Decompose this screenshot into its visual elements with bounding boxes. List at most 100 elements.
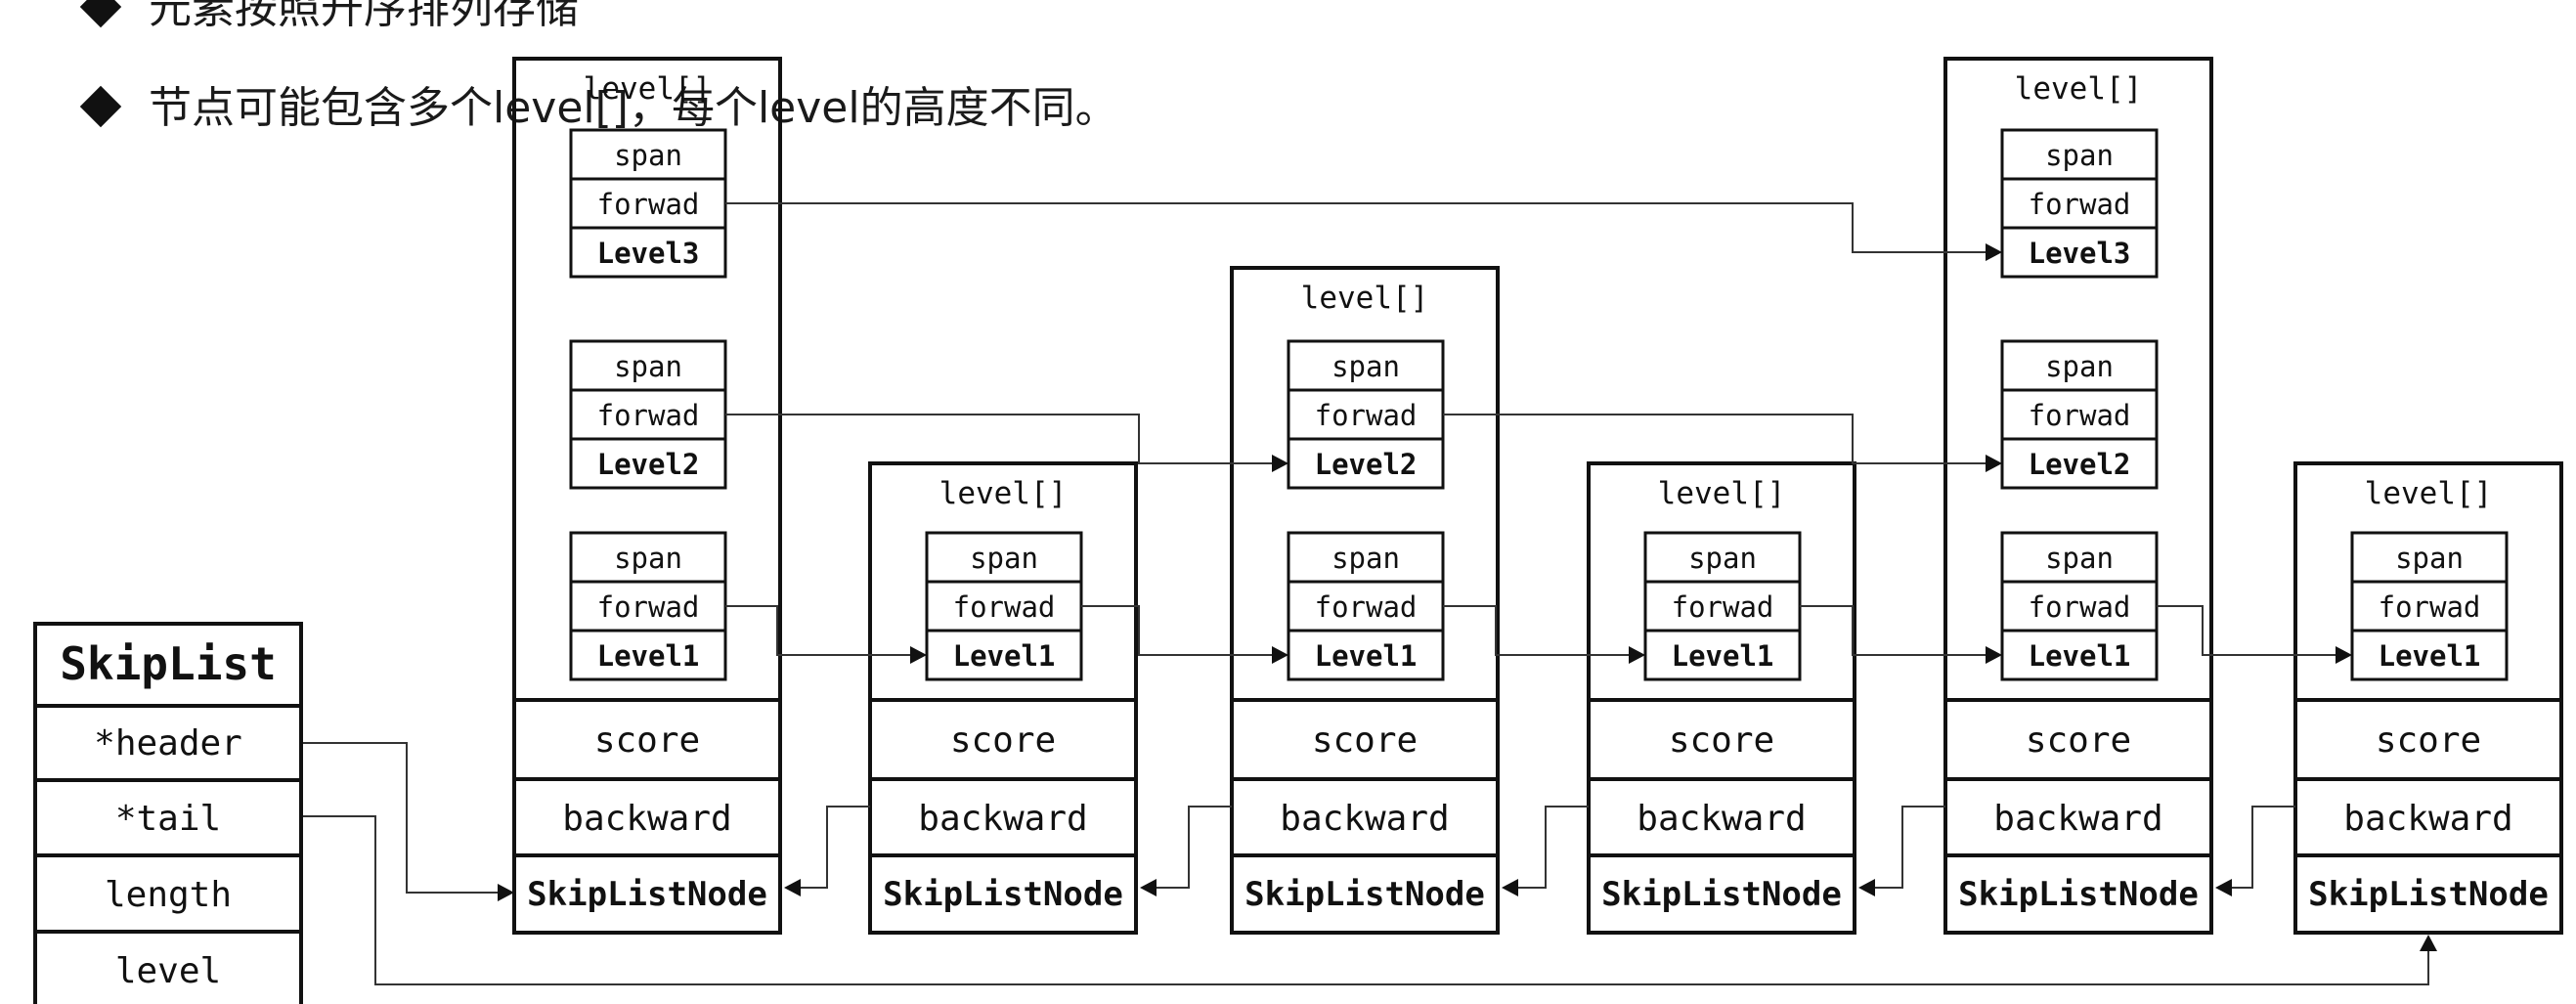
arrow-head-icon [1858, 879, 1875, 896]
score-field: score [2376, 720, 2481, 761]
forward-cell: forwad [597, 188, 700, 221]
forward-pointer [2157, 605, 2350, 656]
skiplist-field-length: length [105, 875, 232, 915]
node-name-field: SkipListNode [1958, 875, 2199, 914]
span-cell: span [1332, 350, 1400, 383]
level-name-cell: Level1 [953, 639, 1056, 673]
span-cell: span [614, 139, 682, 172]
level-name-cell: Level1 [2029, 639, 2131, 673]
arrow-head-icon [1502, 879, 1518, 896]
arrow-head-icon [1140, 879, 1157, 896]
backward-pointer [1860, 806, 1945, 889]
level-name-cell: Level2 [1315, 448, 1418, 481]
backward-field: backward [562, 799, 731, 839]
skiplist-node-3: level[]spanforwadLevel1spanforwadLevel2s… [1230, 266, 1500, 935]
score-field: score [950, 720, 1056, 761]
span-cell: span [2045, 139, 2114, 172]
span-cell: span [1688, 542, 1757, 575]
node-outline [512, 57, 782, 935]
backward-field: backward [918, 799, 1087, 839]
backward-pointer [786, 806, 870, 889]
score-field: score [1669, 720, 1774, 761]
forward-cell: forwad [953, 590, 1056, 624]
arrow-head-icon [498, 884, 514, 901]
forward-cell: forwad [597, 590, 700, 624]
backward-pointer [1504, 806, 1589, 889]
span-cell: span [614, 350, 682, 383]
bullet-levels: 节点可能包含多个level[]，每个level的高度不同。 [79, 72, 1118, 135]
span-cell: span [2045, 350, 2114, 383]
span-cell: span [1332, 542, 1400, 575]
level-name-cell: Level3 [597, 237, 700, 270]
span-cell: span [2395, 542, 2464, 575]
node-name-field: SkipListNode [1244, 875, 1485, 914]
level-name-cell: Level1 [597, 639, 700, 673]
bullet-text-2: 节点可能包含多个level[]，每个level的高度不同。 [149, 83, 1118, 133]
level-box [2350, 531, 2509, 681]
forward-cell: forwad [1672, 590, 1774, 624]
level-name-cell: Level1 [2379, 639, 2481, 673]
level-array-label: level[] [1658, 476, 1786, 511]
arrow-head-icon [1986, 243, 2002, 261]
arrow-head-icon [1272, 646, 1288, 664]
node-name-field: SkipListNode [1601, 875, 1842, 914]
arrow-head-icon [784, 879, 801, 896]
forward-pointer [1081, 605, 1287, 656]
level-array-label: level[] [2365, 476, 2493, 511]
forward-pointer [725, 202, 2000, 253]
skiplist-node-4: level[]spanforwadLevel1scorebackwardSkip… [1587, 461, 1856, 935]
level-array-label: level[] [584, 71, 712, 107]
node-outline [1943, 57, 2213, 935]
node-name-field: SkipListNode [2308, 875, 2549, 914]
tail-pointer [301, 815, 2429, 985]
backward-field: backward [2343, 799, 2512, 839]
arrow-head-icon [1272, 455, 1288, 472]
skiplist-node-2: level[]spanforwadLevel1scorebackwardSkip… [868, 461, 1138, 935]
level-name-cell: Level3 [2029, 237, 2131, 270]
forward-pointer [1443, 605, 1643, 656]
forward-cell: forwad [2029, 188, 2131, 221]
score-field: score [594, 720, 700, 761]
skiplist-field-level: level [115, 951, 221, 991]
node-name-field: SkipListNode [883, 875, 1123, 914]
level-name-cell: Level2 [2029, 448, 2131, 481]
score-field: score [1312, 720, 1418, 761]
forward-cell: forwad [1315, 399, 1418, 432]
arrow-head-icon [1986, 455, 2002, 472]
backward-field: backward [1280, 799, 1449, 839]
arrow-head-icon [910, 646, 927, 664]
span-cell: span [970, 542, 1038, 575]
skiplist-node-5: level[]spanforwadLevel1spanforwadLevel2s… [1943, 57, 2213, 935]
node-outline [1230, 266, 1500, 935]
level-box [2000, 339, 2159, 490]
arrow-head-icon [2215, 879, 2232, 896]
skiplist-field-tail: *tail [115, 799, 221, 839]
forward-cell: forwad [2029, 590, 2131, 624]
forward-pointer [1800, 605, 2000, 656]
level-array-label: level[] [2015, 71, 2143, 107]
score-field: score [2026, 720, 2131, 761]
backward-pointer [2217, 806, 2295, 889]
forward-pointer [1443, 414, 2000, 464]
level-name-cell: Level2 [597, 448, 700, 481]
skiplist-struct: SkipList *header *tail length level [33, 622, 303, 1004]
arrow-head-icon [2336, 646, 2352, 664]
backward-pointer [1142, 806, 1232, 889]
skiplist-field-header: *header [94, 723, 242, 764]
level-array-label: level[] [1301, 281, 1429, 316]
arrow-head-icon [1629, 646, 1645, 664]
arrow-head-icon [1986, 646, 2002, 664]
